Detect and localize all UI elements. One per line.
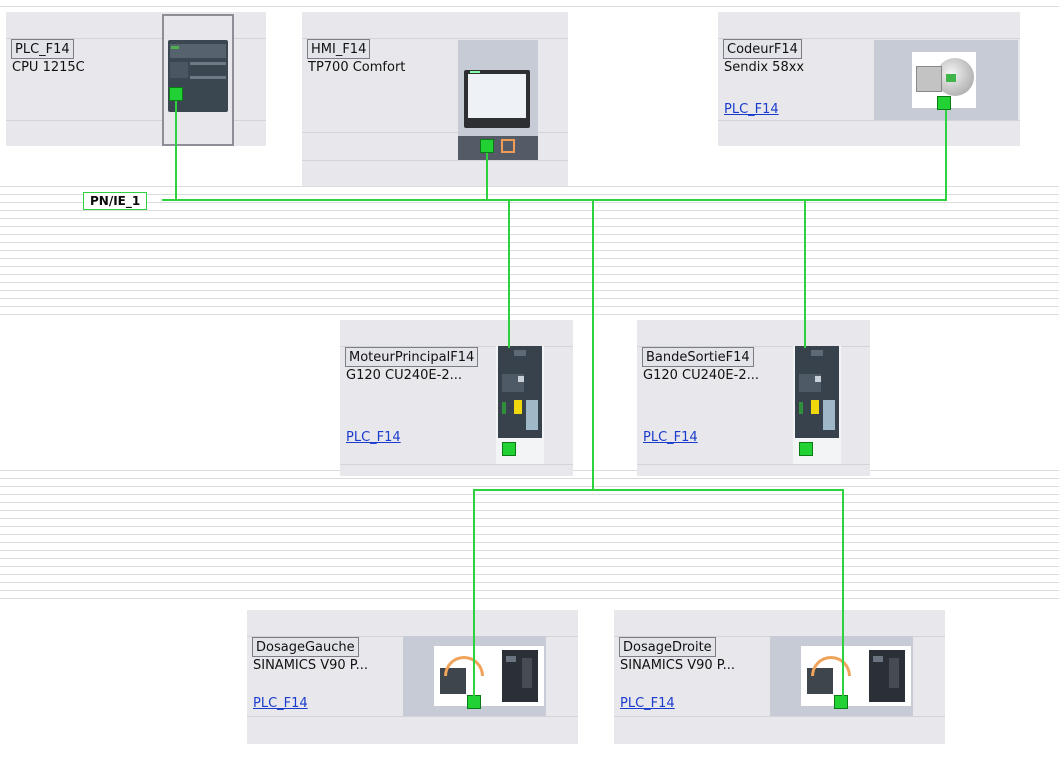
device-hmi[interactable]: HMI_F14 TP700 Comfort <box>302 12 568 186</box>
device-plc[interactable]: PLC_F14 CPU 1215C <box>6 12 266 146</box>
device-controller-link[interactable]: PLC_F14 <box>253 696 308 711</box>
encoder-profinet-port[interactable] <box>937 96 951 110</box>
device-name-label[interactable]: MoteurPrincipalF14 <box>345 347 479 367</box>
drive-profinet-port[interactable] <box>799 442 813 456</box>
device-type-label: G120 CU240E-2... <box>643 368 759 383</box>
device-type-label: G120 CU240E-2... <box>346 368 462 383</box>
device-name-label[interactable]: CodeurF14 <box>723 39 802 59</box>
plc-profinet-port[interactable] <box>169 87 183 101</box>
device-encoder[interactable]: CodeurF14 Sendix 58xx PLC_F14 <box>718 12 1020 146</box>
device-servo-dosing-left[interactable]: DosageGauche SINAMICS V90 P... PLC_F14 <box>247 610 578 744</box>
device-type-label: CPU 1215C <box>12 60 85 75</box>
device-controller-link[interactable]: PLC_F14 <box>724 102 779 117</box>
hmi-profinet-port[interactable] <box>480 139 494 153</box>
device-controller-link[interactable]: PLC_F14 <box>620 696 675 711</box>
servo-profinet-port[interactable] <box>467 695 481 709</box>
network-drop-main-motor[interactable] <box>508 199 510 348</box>
g120-drive-image <box>793 346 841 464</box>
device-name-label[interactable]: BandeSortieF14 <box>642 347 754 367</box>
device-type-label: SINAMICS V90 P... <box>253 658 368 673</box>
network-label[interactable]: PN/IE_1 <box>83 192 148 210</box>
network-bus-main[interactable] <box>162 199 947 201</box>
plc-rack-image <box>162 14 234 146</box>
network-drop-hmi[interactable] <box>486 153 488 201</box>
network-drop-output-belt[interactable] <box>804 199 806 348</box>
device-type-label: TP700 Comfort <box>308 60 406 75</box>
device-drive-main-motor[interactable]: MoteurPrincipalF14 G120 CU240E-2... PLC_… <box>340 320 573 476</box>
device-type-label: Sendix 58xx <box>724 60 805 75</box>
network-drop-dosing-left[interactable] <box>473 489 475 697</box>
network-drop-encoder[interactable] <box>945 110 947 201</box>
device-controller-link[interactable]: PLC_F14 <box>346 430 401 445</box>
servo-drive-image <box>770 636 913 716</box>
device-controller-link[interactable]: PLC_F14 <box>643 430 698 445</box>
device-name-label[interactable]: DosageGauche <box>252 637 359 657</box>
hmi-image <box>458 40 538 160</box>
network-bus-lower[interactable] <box>473 489 844 491</box>
device-drive-output-belt[interactable]: BandeSortieF14 G120 CU240E-2... PLC_F14 <box>637 320 870 476</box>
device-name-label[interactable]: DosageDroite <box>619 637 716 657</box>
servo-profinet-port[interactable] <box>834 695 848 709</box>
network-trunk-lower[interactable] <box>592 199 594 491</box>
device-type-label: SINAMICS V90 P... <box>620 658 735 673</box>
network-drop-plc[interactable] <box>175 101 177 201</box>
network-drop-dosing-right[interactable] <box>842 489 844 697</box>
device-name-label[interactable]: HMI_F14 <box>307 39 371 59</box>
drive-profinet-port[interactable] <box>502 442 516 456</box>
hmi-second-port[interactable] <box>501 139 515 153</box>
device-name-label[interactable]: PLC_F14 <box>11 39 74 59</box>
device-servo-dosing-right[interactable]: DosageDroite SINAMICS V90 P... PLC_F14 <box>614 610 945 744</box>
